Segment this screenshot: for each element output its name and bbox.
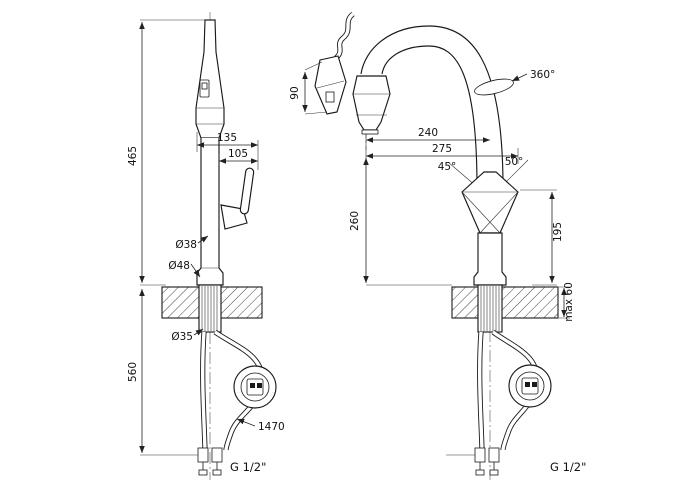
side-spout-head [195,19,225,139]
front-weight-screw-left [525,382,530,387]
front-connector-cap-left [475,469,485,476]
side-shank [198,284,222,333]
dim-label-50: 50° [505,156,524,168]
front-spray-head [352,75,391,131]
side-leader-dia35 [193,328,204,336]
front-connector-cap-right [489,469,499,476]
pullout-hose-coil-inner [334,12,355,60]
thread-label-front: G 1/2" [550,460,586,474]
thread-label-side: G 1/2" [230,460,266,474]
dim-label-360: 360° [530,69,555,81]
swivel-ellipse [474,78,514,96]
front-countertop-hatch [451,286,559,319]
side-hose-straight-inner [201,331,207,451]
side-leader-dia48 [190,263,201,278]
dim-label-195: 195 [552,222,564,242]
side-extension-lines [140,19,259,456]
front-spray-outlet [361,129,379,135]
side-leader-dia38 [197,235,209,244]
side-leader-1470 [236,418,256,427]
dim-label-1470: 1470 [258,421,285,433]
dim-label-dia35: Ø35 [171,331,193,343]
front-hose-straight-inner [478,331,484,451]
swivel-leader [511,73,528,82]
dim-label-260: 260 [349,211,361,231]
dim-label-135: 135 [217,132,237,144]
dim-label-240: 240 [418,127,438,139]
front-shank-threads [480,286,500,331]
dim-label-90: 90 [289,86,301,99]
side-head-collar-lines [196,107,224,125]
side-view: 465 560 135 105 Ø38 Ø48 Ø35 1470 G 1/2" [127,12,285,480]
side-connector-cap-left [198,469,208,476]
front-connector-tails [479,462,495,470]
side-shank-threads [201,286,218,331]
dim-label-105: 105 [228,148,248,160]
front-spray-head-lines [353,93,390,116]
side-connector-cap-right [212,469,222,476]
dim-label-45: 45° [438,161,457,173]
side-handle-lever [239,167,255,215]
side-weight-screw-right [257,383,262,388]
dim-label-height-465: 465 [127,146,139,166]
pullout-sprayer [314,55,347,115]
dim-label-dia38: Ø38 [175,239,197,251]
dim-label-560: 560 [127,362,139,382]
front-connector-left [474,447,486,463]
front-spout-inner [381,45,478,189]
dim-label-max60: max 60 [563,282,575,322]
side-weight-screw-left [250,383,255,388]
dim-label-dia48: Ø48 [168,260,190,272]
side-connector-left [197,447,209,463]
front-view: 90 360° 240 275 45° 50° 260 195 max 60 G… [289,11,586,480]
side-spray-button-inner [201,82,208,90]
front-body [473,232,507,286]
dim-label-275: 275 [432,143,452,155]
pullout-sprayer-button [325,91,335,103]
side-connector-tails [202,462,218,470]
pullout-sprayer-line [316,80,345,89]
front-handle-cone-lines [461,191,519,234]
side-connector-right [211,447,223,463]
front-connector-right [488,447,500,463]
front-weight-screw-right [532,382,537,387]
